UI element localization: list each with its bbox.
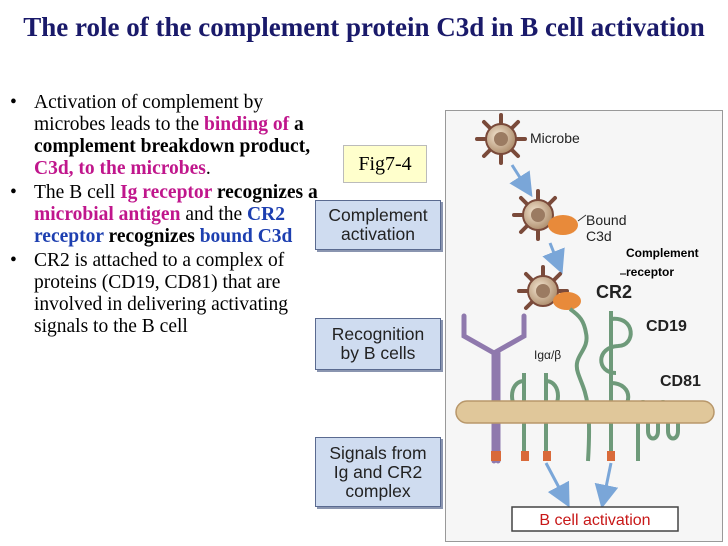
diagram-panel: Microbe Bound C3d Complement receptor <box>445 110 723 542</box>
bullet-text: . <box>205 158 211 179</box>
bullet-dot: • <box>10 182 17 203</box>
bullet-text-highlight: binding of <box>204 114 290 135</box>
microbe-label: Microbe <box>530 130 580 146</box>
bullet-item-recognition: • The B cell Ig receptor recognizes a mi… <box>8 182 318 248</box>
b-cell-activation-label: B cell activation <box>539 512 650 529</box>
bullet-dot: • <box>10 92 17 113</box>
cd19-icon <box>599 311 633 461</box>
bullet-text-highlight-blue: bound C3d <box>199 226 293 247</box>
leader-line <box>577 214 587 222</box>
arrow-icon <box>544 462 570 508</box>
complement-receptor-label-2: receptor <box>626 265 674 279</box>
step-line: complex <box>345 480 411 501</box>
microbe-with-c3d-icon <box>512 189 578 241</box>
slide-title: The role of the complement protein C3d i… <box>23 12 705 42</box>
arrow-icon <box>509 164 533 198</box>
c3d-icon <box>548 215 578 235</box>
bullet-text: CR2 is attached to a complex of proteins… <box>34 250 288 337</box>
step-line: Ig and CR2 <box>333 461 423 482</box>
b-cell-activation-diagram: Microbe Bound C3d Complement receptor <box>455 113 715 532</box>
bound-c3d-label-2: C3d <box>586 228 612 244</box>
bullet-list: • Activation of complement by microbes l… <box>8 92 318 340</box>
bullet-text-bold: recognizes a <box>211 182 318 203</box>
cell-membrane <box>455 400 715 424</box>
step-line: by B cells <box>340 343 416 363</box>
cr2-label: CR2 <box>596 282 632 302</box>
bound-c3d-label-1: Bound <box>586 212 626 228</box>
bullet-text-bold: a complement breakdown product, <box>34 114 311 157</box>
bullet-text-highlight: C3d, to the microbes <box>34 158 206 179</box>
bullet-text: and the <box>180 204 248 225</box>
bullet-text: The B cell <box>34 182 121 203</box>
bullet-text-bold: recognizes <box>103 226 200 247</box>
arrow-icon <box>594 462 619 509</box>
signal-motif-icons <box>491 451 615 461</box>
step-line: Recognition <box>331 324 425 344</box>
microbe-bound-icon <box>517 265 581 310</box>
bullet-text-highlight-blue: CR2 receptor <box>34 204 285 247</box>
bullet-text-highlight: microbial antigen <box>34 204 181 225</box>
bullet-item-complement-activation: • Activation of complement by microbes l… <box>8 92 318 180</box>
step-line: Complement <box>328 205 428 225</box>
figure-label: Fig7-4 <box>343 145 427 183</box>
microbe-icon <box>475 113 527 165</box>
b-cell-activation-box <box>511 506 679 532</box>
step-line: Signals from <box>329 442 427 463</box>
cd19-label: CD19 <box>646 318 687 335</box>
bullet-text: Activation of complement by microbes lea… <box>34 92 264 135</box>
cr2-receptor-icon <box>568 307 592 462</box>
step-line: activation <box>341 224 415 244</box>
iga-b-label: Igα/β <box>534 348 561 362</box>
bullet-item-cr2-complex: • CR2 is attached to a complex of protei… <box>8 250 318 338</box>
bullet-text-highlight: Ig receptor <box>120 182 212 203</box>
cd81-label: CD81 <box>660 373 701 390</box>
complement-receptor-label-1: Complement <box>626 246 699 260</box>
bullet-dot: • <box>10 250 17 271</box>
arrow-icon <box>542 242 565 275</box>
